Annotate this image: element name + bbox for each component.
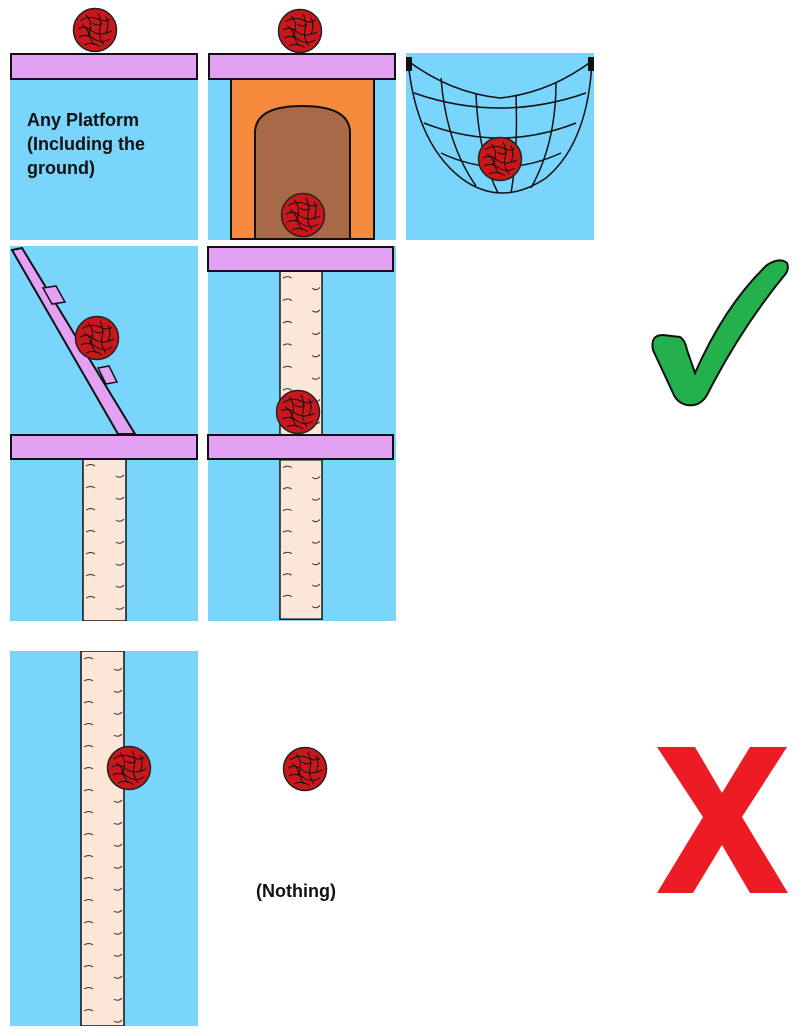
yarn-ball-on-roof	[277, 8, 323, 54]
scratching-post-trunk-tall	[80, 650, 125, 1027]
x-mark-icon	[655, 745, 790, 895]
yarn-ball-on-post	[106, 745, 152, 791]
yarn-ball-in-hammock	[477, 136, 523, 182]
scratching-post-trunk	[82, 457, 127, 622]
top-platform	[207, 246, 394, 272]
scratching-post-trunk-lower	[279, 458, 323, 621]
yarn-ball-on-ramp	[74, 315, 120, 361]
yarn-ball-in-house	[280, 192, 326, 238]
yarn-ball-on-middle-platform	[275, 389, 321, 435]
yarn-ball-on-platform	[72, 7, 118, 53]
platform-on-post	[10, 434, 198, 460]
house-roof-platform	[208, 53, 396, 80]
hammock	[406, 53, 594, 240]
yarn-ball-floating	[282, 746, 328, 792]
panel-any-platform	[10, 78, 198, 240]
nothing-label: (Nothing)	[256, 881, 336, 901]
platform	[10, 53, 198, 80]
house	[230, 77, 375, 240]
any-platform-label: Any Platform (Including the ground)	[27, 110, 145, 178]
check-mark-icon	[645, 255, 790, 410]
middle-platform	[207, 434, 394, 460]
